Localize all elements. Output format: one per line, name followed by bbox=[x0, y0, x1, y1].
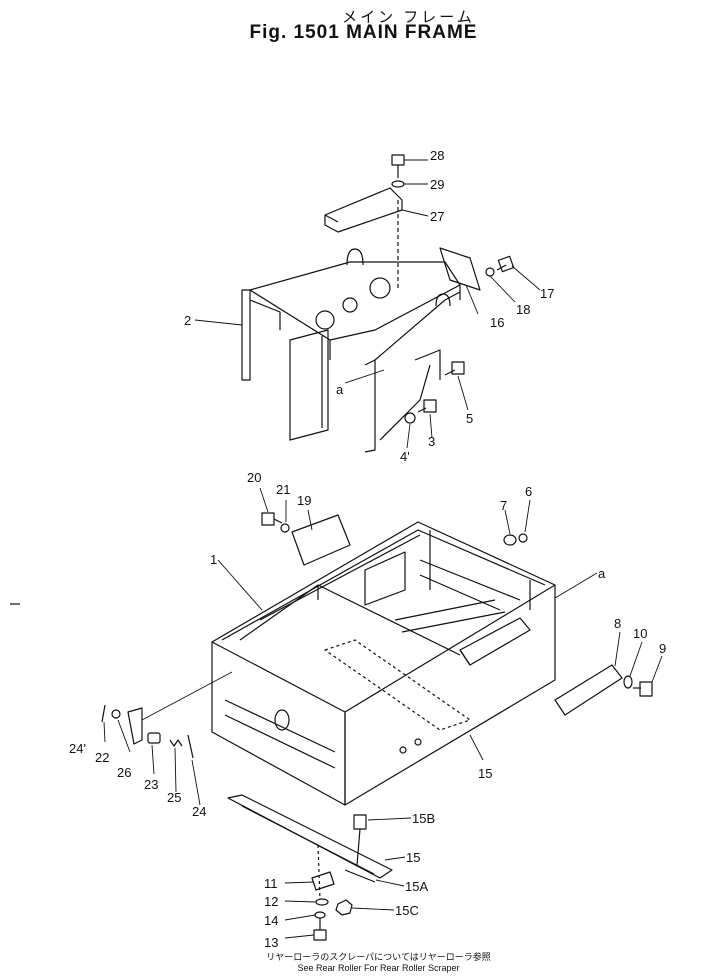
bolt-9 bbox=[633, 681, 653, 697]
main-frame-body bbox=[211, 521, 556, 806]
leader-lines bbox=[103, 159, 663, 939]
cover-plate-27 bbox=[324, 187, 403, 233]
label-23: 23 bbox=[144, 777, 158, 792]
bracket-26 bbox=[127, 707, 143, 745]
bolt-13 bbox=[313, 918, 327, 941]
label-9: 9 bbox=[659, 641, 666, 656]
label-24prime: 24' bbox=[69, 741, 86, 756]
label-14: 14 bbox=[264, 913, 278, 928]
upper-frame-assembly bbox=[241, 200, 461, 453]
label-17: 17 bbox=[540, 286, 554, 301]
label-15B: 15B bbox=[412, 811, 435, 826]
label-18: 18 bbox=[516, 302, 530, 317]
label-15-plate: 15 bbox=[406, 850, 420, 865]
bolt-20 bbox=[261, 512, 283, 526]
washer-18 bbox=[485, 267, 495, 277]
pin-24prime bbox=[101, 704, 106, 723]
bolt-15B bbox=[353, 814, 367, 866]
label-26: 26 bbox=[117, 765, 131, 780]
label-24: 24 bbox=[192, 804, 206, 819]
title-japanese: メイン フレーム bbox=[342, 9, 475, 26]
washer-22 bbox=[111, 709, 121, 719]
label-22: 22 bbox=[95, 750, 109, 765]
figure-title: Fig. 1501 MAIN FRAME bbox=[249, 22, 478, 43]
label-15-frame: 15 bbox=[478, 766, 492, 781]
washer-12 bbox=[315, 898, 329, 906]
label-6: 6 bbox=[525, 484, 532, 499]
washer-14 bbox=[314, 911, 326, 919]
bolt-28 bbox=[391, 154, 405, 188]
label-12: 12 bbox=[264, 894, 278, 909]
label-19: 19 bbox=[297, 493, 311, 508]
label-15C: 15C bbox=[395, 903, 419, 918]
footer-note-japanese: リヤーローラのスクレーパについてはリヤーローラ参照 bbox=[266, 952, 491, 962]
washer-21 bbox=[280, 523, 290, 533]
label-a-lower: a bbox=[598, 566, 606, 581]
bolt-5 bbox=[444, 361, 465, 376]
bottom-plate-15 bbox=[227, 794, 393, 901]
label-11: 11 bbox=[264, 876, 278, 891]
pin-23 bbox=[147, 732, 161, 744]
plate-19 bbox=[291, 514, 351, 566]
label-7: 7 bbox=[500, 498, 507, 513]
washer-4 bbox=[404, 412, 416, 424]
guard-8 bbox=[554, 664, 623, 716]
plate-16 bbox=[439, 247, 481, 291]
label-21: 21 bbox=[276, 482, 290, 497]
footer-note-english: See Rear Roller For Rear Roller Scraper bbox=[297, 963, 460, 973]
spring-25 bbox=[169, 739, 183, 747]
bolt-3 bbox=[417, 399, 437, 413]
label-4prime: 4' bbox=[400, 449, 410, 464]
label-28: 28 bbox=[430, 148, 444, 163]
label-a-upper: a bbox=[336, 382, 344, 397]
nut-7 bbox=[503, 534, 517, 546]
label-20: 20 bbox=[247, 470, 261, 485]
label-3: 3 bbox=[428, 434, 435, 449]
label-13: 13 bbox=[264, 935, 278, 950]
bolt-17 bbox=[496, 255, 515, 273]
washer-6 bbox=[518, 533, 528, 543]
strip-15A bbox=[344, 869, 376, 883]
label-15A: 15A bbox=[405, 879, 428, 894]
label-10: 10 bbox=[633, 626, 647, 641]
label-27: 27 bbox=[430, 209, 444, 224]
pin-24 bbox=[187, 734, 194, 759]
label-5: 5 bbox=[466, 411, 473, 426]
washer-10 bbox=[623, 675, 633, 689]
label-1: 1 bbox=[210, 552, 217, 567]
callout-labels: 28 29 27 2 16 18 17 5 3 4' a 20 21 19 1 … bbox=[69, 148, 666, 950]
label-29: 29 bbox=[430, 177, 444, 192]
plate-11 bbox=[311, 871, 335, 891]
nut-15C bbox=[335, 899, 353, 916]
label-16: 16 bbox=[490, 315, 504, 330]
label-25: 25 bbox=[167, 790, 181, 805]
label-2: 2 bbox=[184, 313, 191, 328]
label-8: 8 bbox=[614, 616, 621, 631]
